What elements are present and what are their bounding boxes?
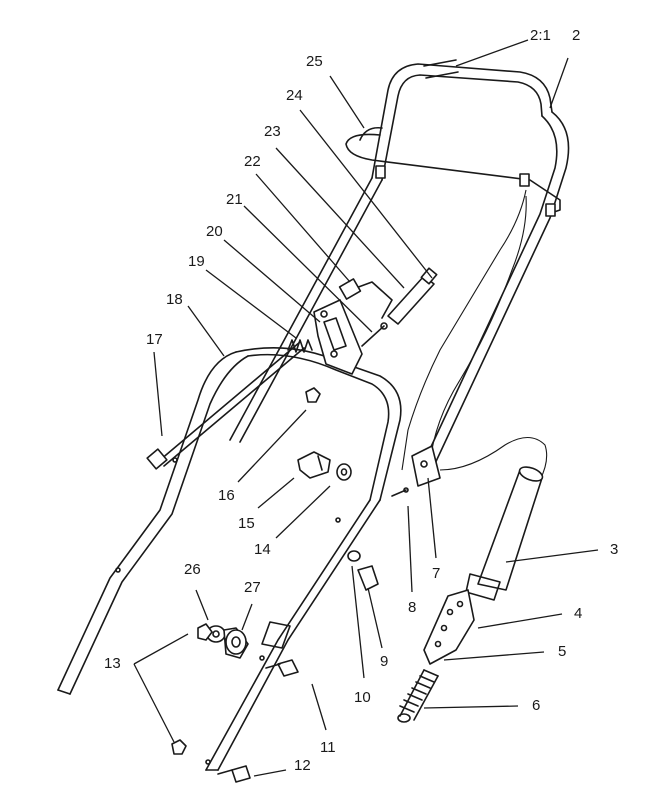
callout-11: 11 [320,739,336,756]
callout-23: 23 [264,123,281,140]
cable-clip-15 [297,451,331,479]
control-cable [401,189,548,481]
callout-8: 8 [408,599,416,616]
callout-16: 16 [218,487,235,504]
lower-handle-right [205,499,381,771]
callout-10: 10 [354,689,371,706]
callout-labels: 2:1 2 25 24 23 22 21 20 19 18 17 16 15 1… [104,27,618,774]
knob-bolt-9 [357,565,379,591]
callout-17: 17 [146,331,163,348]
callout-12: 12 [294,757,311,774]
callout-14: 14 [254,541,271,558]
callout-13: 13 [104,655,121,672]
lower-handle-left [57,346,402,695]
callout-20: 20 [206,223,223,240]
cable-sleeve [387,267,438,325]
height-bracket [423,589,475,665]
callout-26: 26 [184,561,201,578]
cable-bracket [313,299,363,375]
washer-26 [197,623,226,643]
callout-4: 4 [574,605,582,622]
upper-handle [229,59,570,471]
carriage-bolt [361,322,388,347]
callout-2-1: 2:1 [530,27,551,44]
callout-24: 24 [286,87,303,104]
callout-27: 27 [244,579,261,596]
callout-7: 7 [432,565,440,582]
compression-spring [287,339,313,353]
callout-3: 3 [610,541,618,558]
operator-bail [345,126,561,217]
callout-19: 19 [188,253,205,270]
spacer-10 [347,550,361,562]
callout-22: 22 [244,153,261,170]
nut-13-lower [171,739,187,755]
callout-18: 18 [166,291,183,308]
callout-21: 21 [226,191,243,208]
bolt-12-upper [265,659,299,677]
control-rod [146,278,393,470]
callout-25: 25 [306,53,323,70]
callout-6: 6 [532,697,540,714]
callout-5: 5 [558,643,566,660]
leader-lines [133,39,599,777]
cable-mount-plate [391,445,441,497]
nut-16 [305,387,321,403]
washer-14 [336,463,352,481]
lower-hole-markers [205,655,265,765]
callout-2: 2 [572,27,580,44]
callout-9: 9 [380,653,388,670]
extension-spring-6 [397,669,439,723]
callout-15: 15 [238,515,255,532]
grip-sleeve-3 [465,466,544,601]
hand-knob-27 [223,627,249,659]
bolt-12-lower [217,765,251,783]
